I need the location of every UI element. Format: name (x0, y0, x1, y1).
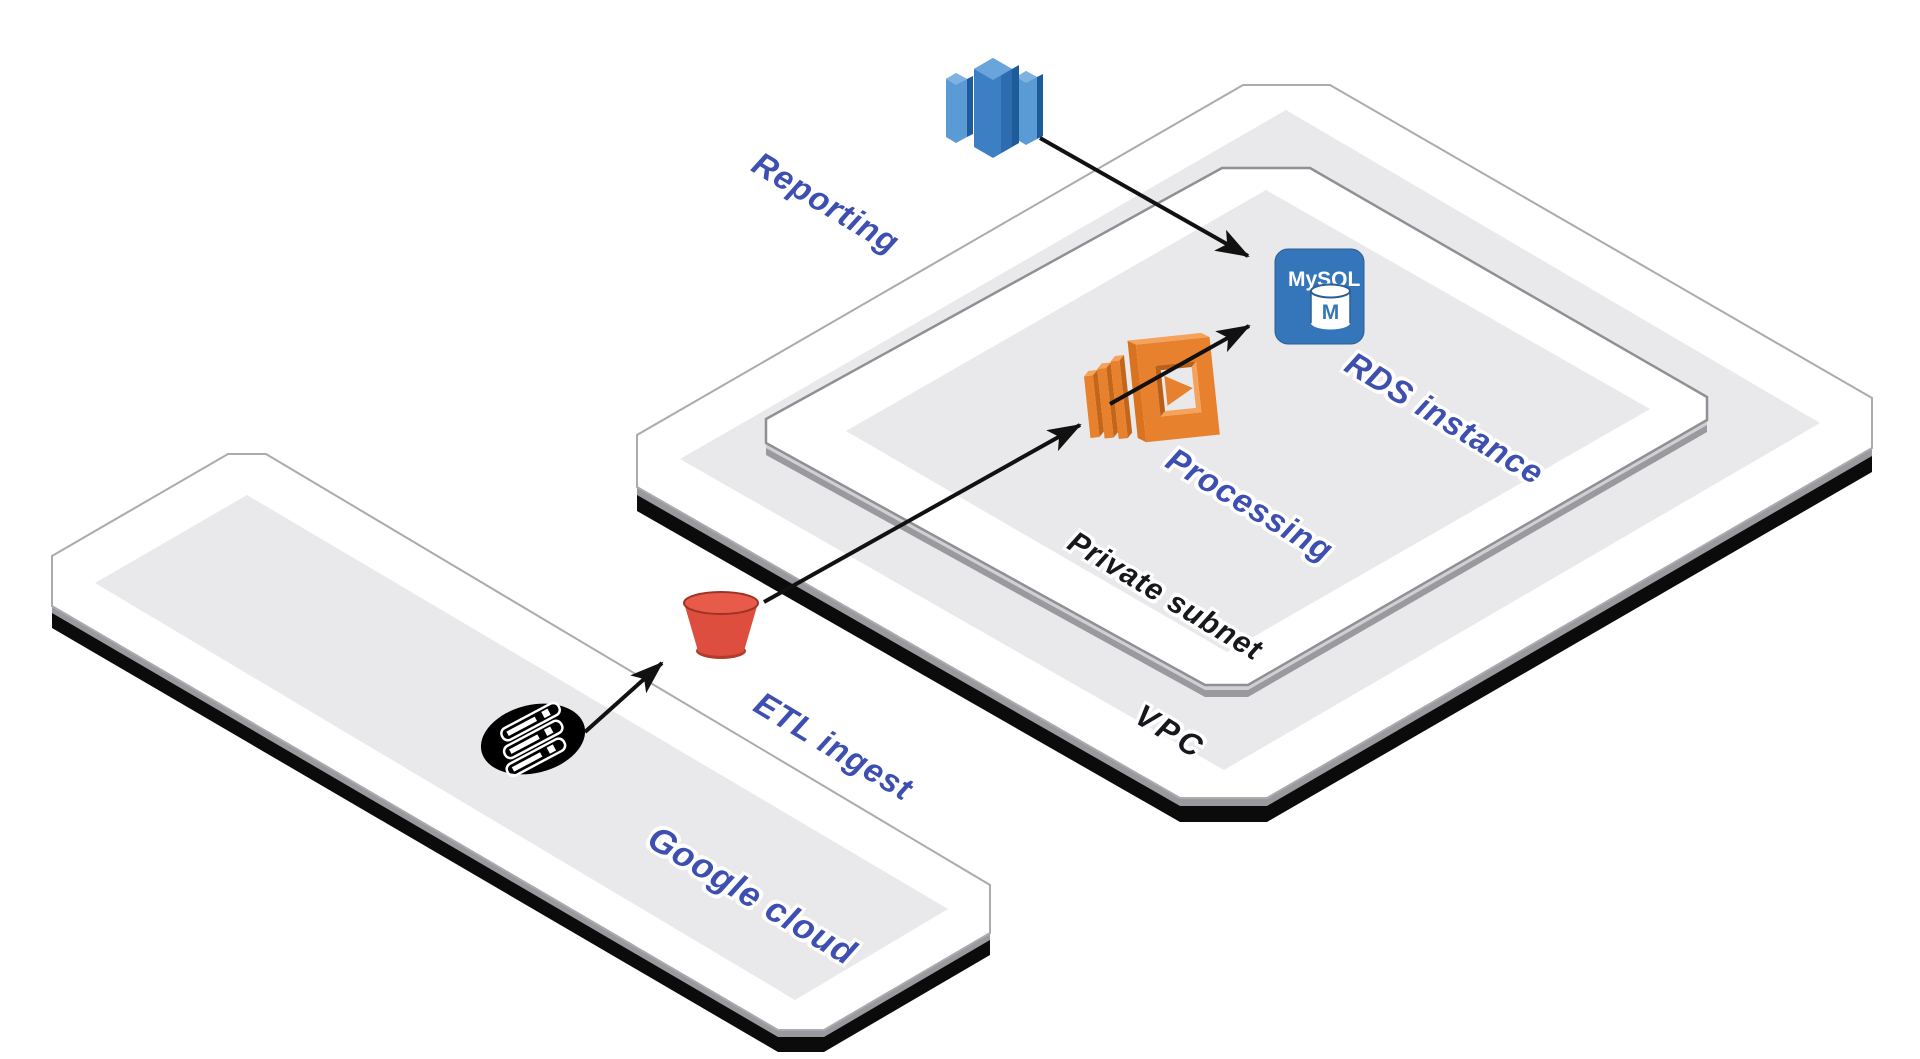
server-bar (500, 701, 561, 742)
source-database-icon (480, 701, 586, 778)
storage-bucket-icon (683, 591, 759, 659)
reporting-warehouse-icon (946, 58, 1043, 158)
arrow-reporting-to-rds (1039, 136, 1250, 258)
server-bar (505, 737, 567, 778)
rds-mysql-icon: MySQL M (1274, 248, 1365, 345)
processing-service-icon (1083, 332, 1220, 443)
play-triangle-icon (1164, 375, 1193, 406)
server-bar (502, 719, 564, 760)
mysql-initial: M (1322, 301, 1340, 324)
arrow-bucket-to-processing (763, 423, 1082, 604)
private-subnet-platform (764, 166, 1709, 697)
arrow-etl-ingest (583, 661, 664, 734)
arrow-processing-to-rds (1109, 324, 1251, 406)
subnet-platform-panel (846, 190, 1650, 652)
processing-frame (1127, 332, 1220, 443)
database-cylinder-icon: M (1310, 283, 1351, 330)
